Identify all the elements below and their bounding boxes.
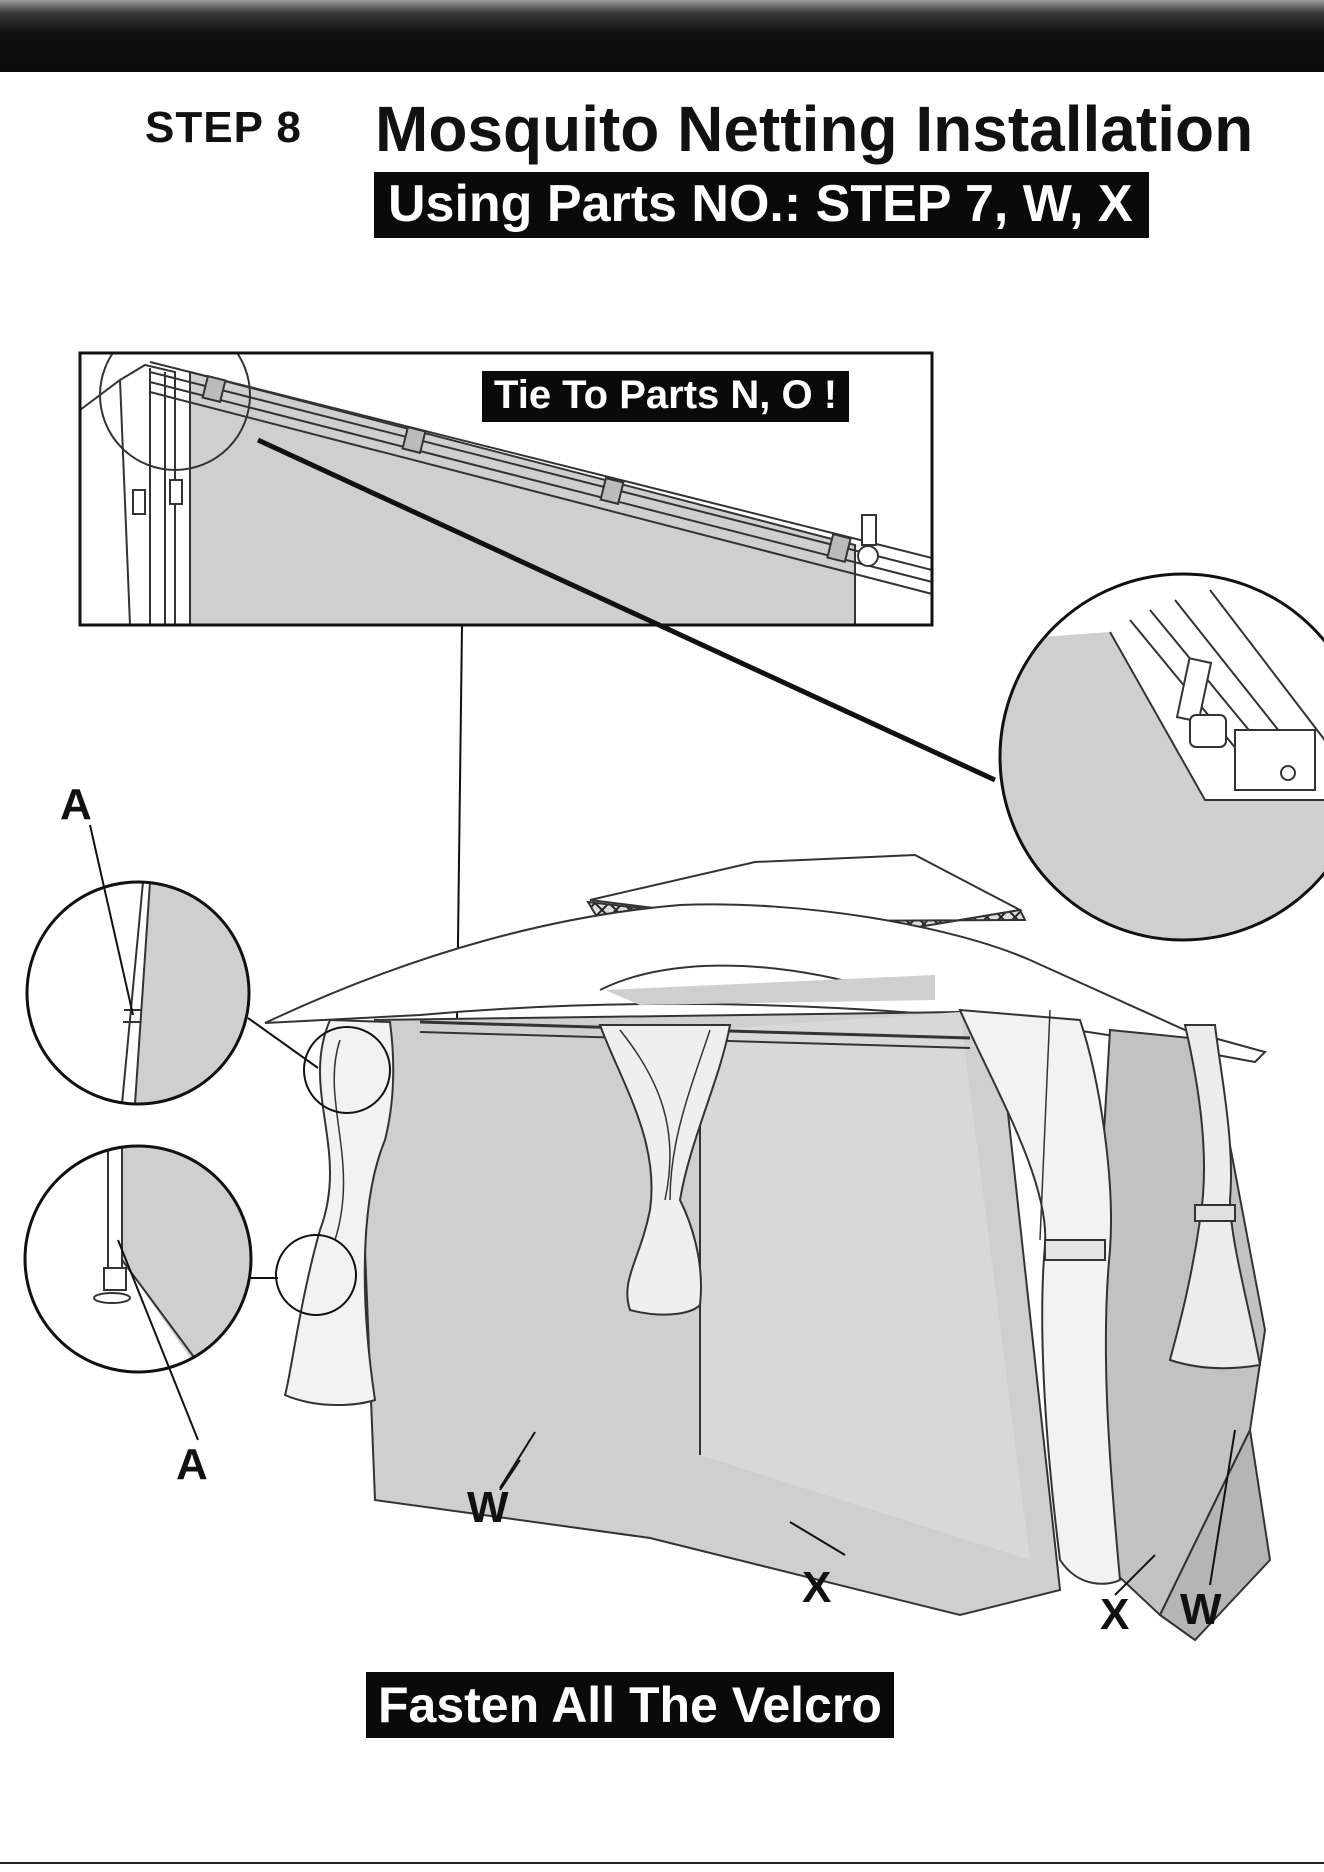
fasten-instruction: Fasten All The Velcro: [366, 1672, 894, 1738]
knob-detail-circle: [990, 570, 1324, 950]
roof-detail-inset: [80, 320, 940, 625]
label-w-right: W: [1180, 1585, 1222, 1635]
gazebo: [265, 855, 1270, 1640]
label-a-bottom: A: [176, 1440, 208, 1490]
label-x-right: X: [1100, 1590, 1129, 1640]
label-a-top: A: [60, 780, 92, 830]
label-x-middle: X: [802, 1563, 831, 1613]
label-w-left: W: [467, 1483, 509, 1533]
footer-rule: [0, 1862, 1324, 1864]
tie-instruction: Tie To Parts N, O !: [482, 371, 849, 422]
